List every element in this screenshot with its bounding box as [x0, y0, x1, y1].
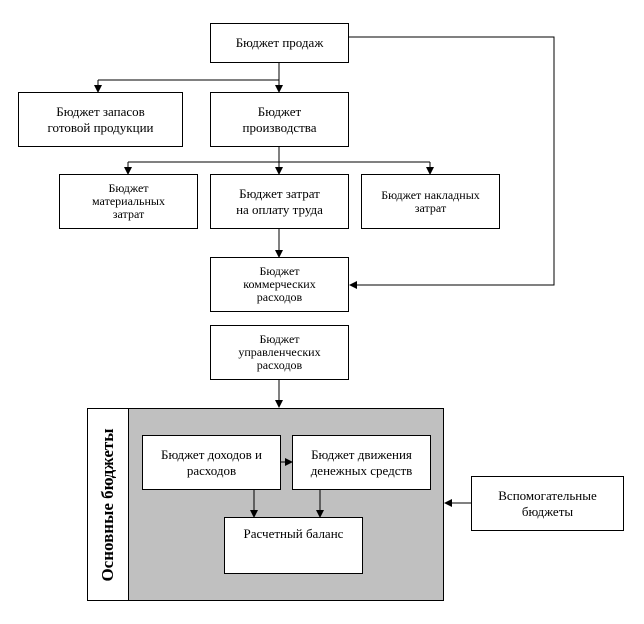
overhead-budget-label: Бюджет накладных затрат [381, 187, 480, 215]
cashflow-budget-box: Бюджет движения денежных средств [292, 435, 431, 490]
auxiliary-budgets-box: Вспомогательные бюджеты [471, 476, 624, 531]
commercial-budget-label: Бюджет коммерческих расходов [243, 264, 316, 304]
production-budget-box: Бюджет производства [210, 92, 349, 147]
admin-budget-label: Бюджет управленческих расходов [238, 332, 321, 372]
cashflow-budget-label: Бюджет движения денежных средств [310, 446, 413, 478]
sales-budget-label: Бюджет продаж [235, 35, 324, 50]
balance-box: Расчетный баланс [224, 517, 363, 574]
labor-budget-box: Бюджет затрат на оплату труда [210, 174, 349, 229]
labor-budget-label: Бюджет затрат на оплату труда [236, 185, 323, 217]
arrow-sales-to-commercial [349, 36, 555, 289]
sales-budget-box: Бюджет продаж [210, 23, 349, 63]
balance-label: Расчетный баланс [243, 526, 344, 541]
overhead-budget-box: Бюджет накладных затрат [361, 174, 500, 229]
materials-budget-label: Бюджет материальных затрат [92, 181, 165, 221]
stock-budget-box: Бюджет запасов готовой продукции [18, 92, 183, 147]
auxiliary-budgets-label: Вспомогательные бюджеты [498, 487, 597, 519]
admin-budget-box: Бюджет управленческих расходов [210, 325, 349, 380]
income-budget-label: Бюджет доходов и расходов [160, 446, 263, 478]
stock-budget-label: Бюджет запасов готовой продукции [47, 103, 154, 135]
income-budget-box: Бюджет доходов и расходов [142, 435, 281, 490]
commercial-budget-box: Бюджет коммерческих расходов [210, 257, 349, 312]
materials-budget-box: Бюджет материальных затрат [59, 174, 198, 229]
production-budget-label: Бюджет производства [242, 103, 317, 135]
main-budgets-label-box: Основные бюджеты [87, 408, 129, 601]
